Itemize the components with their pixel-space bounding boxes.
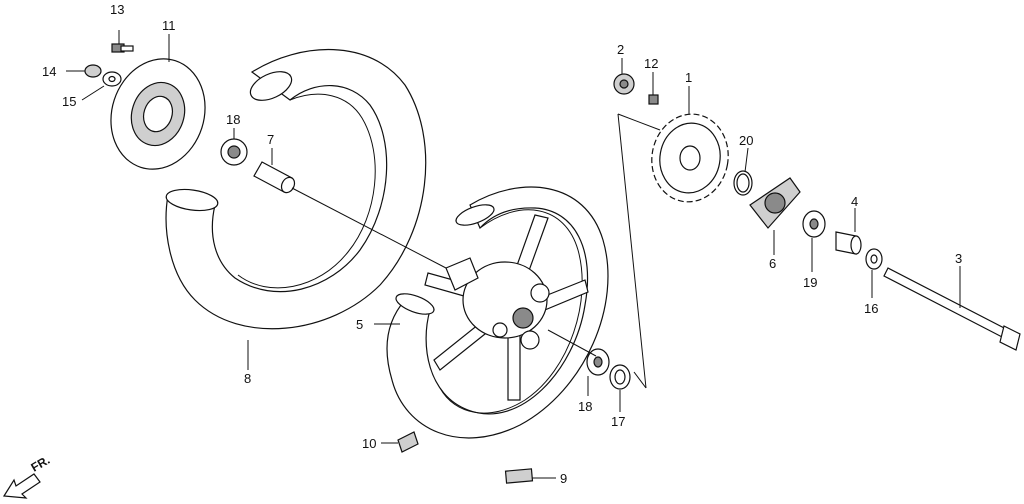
tire-part [165,49,427,330]
front-direction-marker: FR. [2,453,53,499]
callout-10: 10 [362,436,376,451]
wheel-rim-part [386,186,609,439]
o-ring-20-part [733,170,753,196]
balance-weight-9-part [504,468,534,484]
axle-3-part [883,267,1021,351]
callout-4: 4 [851,194,858,209]
callout-5: 5 [356,317,363,332]
callout-11: 11 [162,18,176,33]
callout-20: 20 [739,133,753,148]
nut-14-part [84,64,102,78]
washer-16-part [865,248,883,270]
sprocket-flange-6-part [749,177,801,229]
callout-9: 9 [560,471,567,486]
sprocket-part [651,113,729,203]
bearing-18-left-part [220,138,248,166]
callout-15: 15 [62,94,76,109]
nut-2-part [613,73,635,95]
brake-disc-part [110,58,206,170]
callout-12: 12 [644,56,658,71]
spacer-collar-7-part [253,161,296,194]
callout-7: 7 [267,132,274,147]
front-arrow-icon [2,473,41,499]
bearing-19-part [802,210,826,238]
callout-17: 17 [611,414,625,429]
valve-10-part [397,431,419,453]
callout-6: 6 [769,256,776,271]
collar-4-part [835,231,862,255]
callouts: 13 11 14 15 18 7 8 5 10 9 2 12 1 20 6 19… [42,2,962,486]
callout-16: 16 [864,301,878,316]
bolt-13-part [111,43,134,53]
callout-18-left: 18 [226,112,240,127]
callout-19: 19 [803,275,817,290]
callout-13: 13 [110,2,124,17]
callout-2: 2 [617,42,624,57]
leader-lines [66,30,961,479]
callout-3: 3 [955,251,962,266]
callout-8: 8 [244,371,251,386]
front-marker-label: FR. [29,453,53,475]
bolt-12-part [648,94,659,105]
callout-14: 14 [42,64,56,79]
seal-17-part [609,364,631,390]
bearing-18-right-part [586,348,610,376]
callout-18-right: 18 [578,399,592,414]
washer-15-part [102,71,122,87]
callout-1: 1 [685,70,692,85]
